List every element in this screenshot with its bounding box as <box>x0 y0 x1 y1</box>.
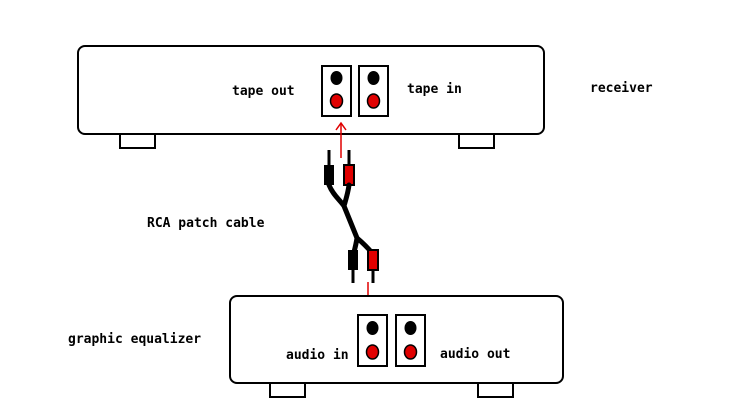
lower-black-plug <box>348 250 358 283</box>
lower-red-plug <box>367 249 379 283</box>
cable-label: RCA patch cable <box>147 216 265 231</box>
audio-in-red-jack <box>365 344 380 360</box>
receiver-unit: tape out tape in receiver <box>77 45 653 149</box>
audio-in-label: audio in <box>286 348 349 363</box>
audio-out-black-jack <box>404 321 417 335</box>
tape-in-red-jack <box>366 93 381 109</box>
tape-out-label: tape out <box>232 84 295 99</box>
receiver-foot-left <box>119 133 156 149</box>
rca-patch-cable <box>324 150 379 283</box>
audio-out-red-jack <box>403 344 418 360</box>
tape-in-label: tape in <box>407 82 462 97</box>
equalizer-unit: audio in audio out <box>229 295 564 398</box>
arrow-to-tape-out <box>335 121 347 158</box>
equalizer-label: graphic equalizer <box>68 332 201 347</box>
receiver-body <box>77 45 545 135</box>
upper-black-plug <box>324 150 334 185</box>
cable-wire <box>326 182 376 259</box>
equalizer-foot-right <box>477 382 514 398</box>
audio-in-jack-panel <box>357 314 388 367</box>
equalizer-foot-left <box>269 382 306 398</box>
upper-red-plug <box>343 150 355 186</box>
tape-out-red-jack <box>329 93 344 109</box>
receiver-label: receiver <box>590 81 653 96</box>
tape-in-jack-panel <box>358 65 389 117</box>
receiver-foot-right <box>458 133 495 149</box>
tape-in-black-jack <box>367 71 380 85</box>
tape-out-black-jack <box>330 71 343 85</box>
audio-out-jack-panel <box>395 314 426 367</box>
audio-in-black-jack <box>366 321 379 335</box>
audio-out-label: audio out <box>440 347 510 362</box>
tape-out-jack-panel <box>321 65 352 117</box>
